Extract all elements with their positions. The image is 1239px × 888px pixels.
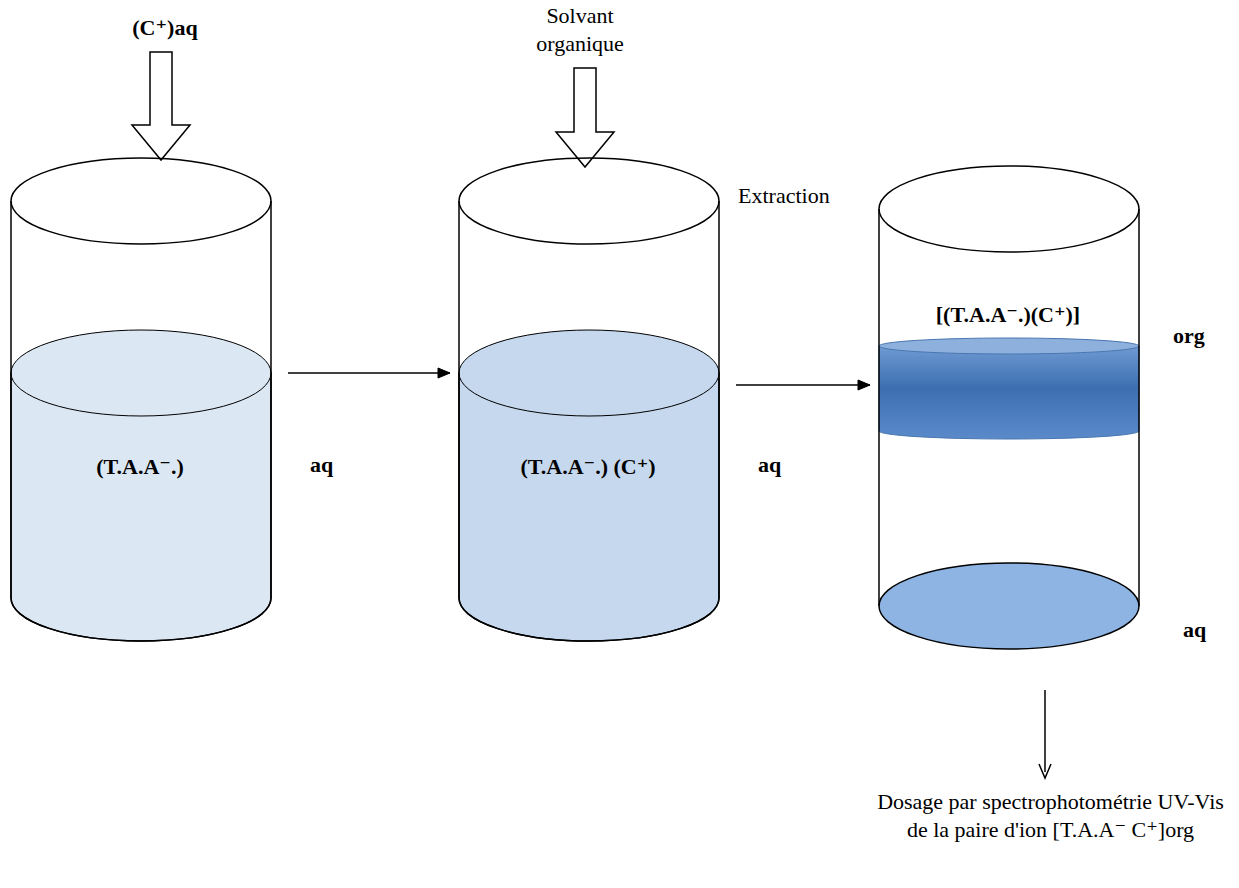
beaker-rim	[11, 158, 271, 244]
edge-label: Extraction	[738, 182, 830, 210]
phase-label: aq	[310, 452, 333, 478]
beaker-bottom	[11, 598, 271, 641]
beaker-wall	[1138, 209, 1140, 606]
phase-label: org	[1173, 323, 1205, 349]
beaker-wall	[458, 201, 460, 598]
arrowhead	[858, 380, 870, 390]
flow-arrow	[736, 380, 870, 390]
species-label: (T.A.A⁻.) (C⁺)	[520, 454, 655, 480]
block-arrow	[556, 68, 614, 167]
phase-label: aq	[1183, 617, 1206, 643]
arrowhead	[438, 368, 450, 378]
block-arrow	[132, 52, 190, 160]
input-label: (C⁺)aq	[95, 14, 235, 42]
beaker: [(T.A.A⁻.)(C⁺)]orgaq	[878, 165, 1140, 650]
liquid-surface	[11, 330, 271, 416]
arrow-line	[736, 384, 870, 386]
organic-layer	[879, 346, 1139, 439]
input-label: Solvant organique	[505, 2, 655, 57]
beaker-bottom	[459, 598, 719, 641]
beaker-outline	[458, 157, 720, 642]
flow-arrow	[288, 368, 450, 378]
caption-note: Dosage par spectrophotométrie UV-Vis de …	[868, 788, 1233, 843]
organic-surface	[879, 338, 1139, 354]
leader-arrowhead	[1039, 764, 1051, 778]
beaker-wall	[10, 201, 12, 598]
leader-line	[1044, 690, 1046, 772]
beaker-wall	[878, 209, 880, 606]
beaker-wall	[270, 201, 272, 598]
beaker-wall	[718, 201, 720, 598]
arrow-line	[288, 372, 450, 374]
aqueous-layer	[879, 563, 1139, 649]
liquid-surface	[459, 330, 719, 416]
species-label: [(T.A.A⁻.)(C⁺)]	[936, 302, 1080, 328]
beaker-outline	[10, 157, 272, 642]
beaker-rim	[879, 166, 1139, 252]
beaker: (T.A.A⁻.)aq	[10, 157, 272, 642]
beaker-outline	[878, 165, 1140, 650]
phase-label: aq	[758, 452, 781, 478]
beaker-rim	[459, 158, 719, 244]
species-label: (T.A.A⁻.)	[96, 454, 184, 480]
beaker: (T.A.A⁻.) (C⁺)aq	[458, 157, 720, 642]
